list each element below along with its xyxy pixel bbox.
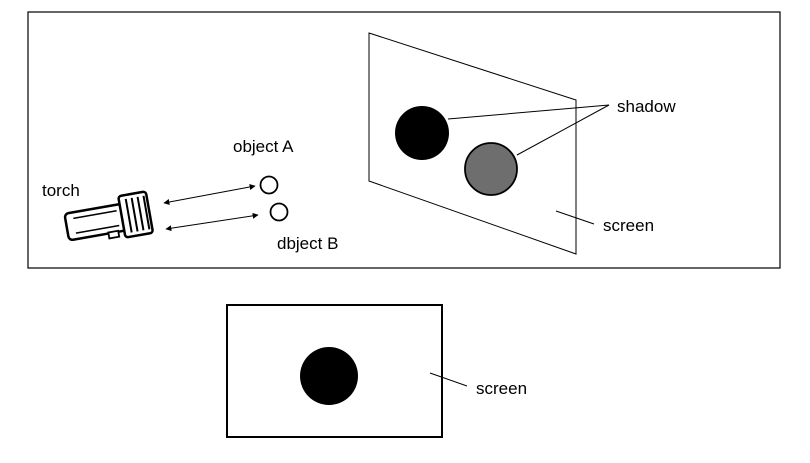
arrow-torch-object-b [165, 212, 259, 232]
torch-icon [63, 190, 154, 242]
shadow-dark [395, 106, 449, 160]
screen-label-bottom: screen [476, 379, 527, 398]
shadow-label: shadow [617, 97, 676, 116]
torch-label: torch [42, 181, 80, 200]
screen-pointer-line-top [555, 210, 595, 225]
bottom-panel: screen [226, 304, 527, 438]
arrow-torch-object-a [163, 184, 256, 205]
screen-label-top: screen [603, 216, 654, 235]
shadow-pointer-line-1 [447, 104, 610, 120]
top-panel: torch object A dbject B shadow screen [27, 11, 781, 269]
screen-surface [368, 32, 577, 255]
object-a-label: object A [233, 137, 294, 156]
object-b [269, 202, 289, 222]
object-a [259, 175, 279, 195]
shadow-gray [464, 142, 518, 196]
object-b-label: dbject B [277, 234, 338, 253]
bottom-shadow [300, 347, 358, 405]
top-panel-frame [27, 11, 781, 269]
screen-pointer-line-bottom [429, 372, 468, 387]
shadow-pointer-line-2 [516, 104, 610, 156]
